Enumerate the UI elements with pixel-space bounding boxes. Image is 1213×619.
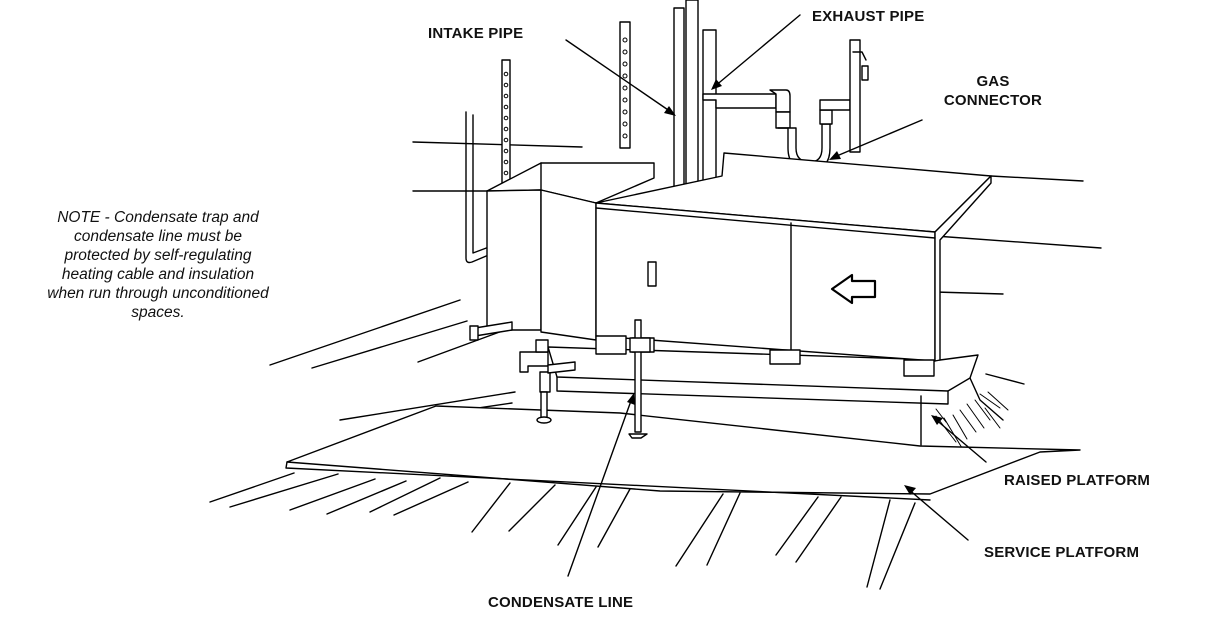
gas-connector-label: GAS CONNECTOR	[944, 73, 1042, 109]
platform-hatching	[935, 391, 1009, 449]
raised-platform-leader	[931, 415, 987, 463]
gas-connector-leader	[829, 119, 923, 160]
vent-pipes	[673, 0, 717, 207]
service-platform-label: SERVICE PLATFORM	[984, 544, 1140, 561]
condensate-line-leader	[567, 393, 635, 577]
note-line-1: NOTE - Condensate trap and	[57, 209, 259, 226]
condensate-note: NOTE - Condensate trap and condensate li…	[0, 208, 316, 322]
note-line-6: spaces.	[131, 304, 185, 321]
gas-connector-label-line1: GAS	[976, 73, 1010, 90]
condensate-trap	[469, 319, 651, 439]
airflow-arrow-icon	[830, 273, 877, 305]
note-line-5: when run through unconditioned	[47, 285, 269, 302]
furnace-cabinet	[595, 152, 992, 377]
exhaust-run-and-gas-piping	[702, 39, 869, 171]
exhaust-pipe-label: EXHAUST PIPE	[812, 8, 925, 25]
gas-connector-label-line2: CONNECTOR	[943, 92, 1043, 109]
hanger-straps	[465, 21, 631, 264]
raised-platform	[539, 346, 1025, 449]
intake-pipe-leader	[565, 39, 676, 116]
service-platform-leader	[904, 485, 969, 541]
return-plenum	[486, 162, 655, 341]
floor-hatching	[209, 472, 916, 590]
leader-arrows	[565, 14, 987, 577]
service-platform	[209, 405, 1081, 590]
note-line-4: heating cable and insulation	[61, 266, 255, 283]
exhaust-pipe-leader	[711, 14, 801, 90]
raised-platform-label: RAISED PLATFORM	[1004, 472, 1151, 489]
note-line-2: condensate line must be	[73, 228, 243, 245]
note-line-3: protected by self-regulating	[64, 247, 252, 264]
intake-pipe-label: INTAKE PIPE	[428, 25, 524, 42]
condensate-line-label: CONDENSATE LINE	[488, 594, 634, 611]
